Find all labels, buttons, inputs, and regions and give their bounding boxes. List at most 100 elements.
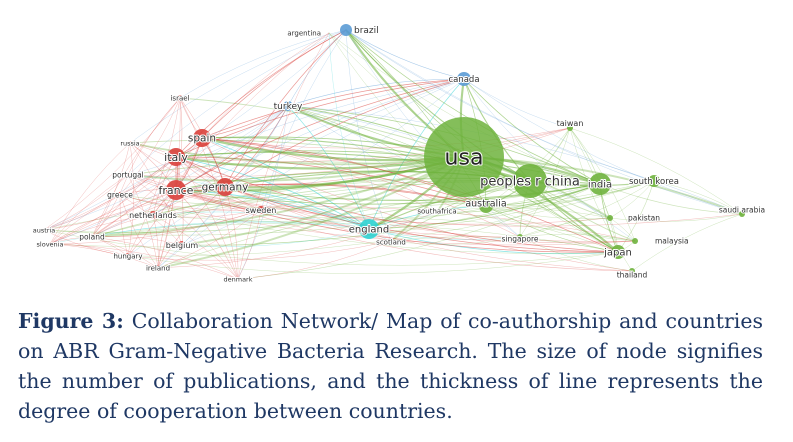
- label-thailand: thailand: [617, 271, 648, 280]
- edge-ireland-portugal: [127, 174, 159, 269]
- node-scotland: [389, 239, 393, 243]
- label-spain: spain: [188, 133, 216, 145]
- label-austria: austria: [33, 226, 56, 234]
- label-russia: russia: [120, 139, 139, 147]
- edge-germany-taiwan: [224, 127, 571, 188]
- edge-austria-japan: [43, 229, 619, 266]
- edge-france-saudiarabia: [175, 189, 743, 227]
- edge-singapore-turkey: [287, 105, 521, 238]
- edge-canada-spain: [201, 78, 465, 139]
- edge-southafrica-southkorea: [436, 180, 655, 213]
- node-germany: [216, 178, 234, 196]
- edge-hungary-scotland: [127, 240, 392, 261]
- edge-netherlands-sweden: [152, 209, 262, 218]
- edge-hungary-slovenia: [49, 243, 129, 257]
- edge-france-pakistan: [175, 189, 611, 225]
- edge-poland-sweden: [91, 209, 262, 238]
- edge-hungary-spain: [127, 137, 203, 257]
- label-poland: poland: [79, 233, 105, 242]
- edge-denmark-scotland: [237, 240, 392, 280]
- edge-germany-india: [224, 183, 601, 201]
- edge-japan-spain: [201, 137, 619, 253]
- node-spain: [193, 129, 211, 147]
- node-malaysia: [632, 238, 638, 244]
- edge-austria-greece: [43, 194, 121, 231]
- edge-austria-israel: [43, 97, 181, 231]
- edge-austria-hungary: [43, 229, 129, 257]
- network-edges: [43, 28, 743, 280]
- edge-germany-malaysia: [224, 186, 636, 242]
- edge-poland-portugal: [91, 174, 129, 238]
- label-singapore: singapore: [502, 235, 539, 244]
- edge-england-italy: [175, 156, 370, 230]
- edge-poland-spain: [91, 137, 203, 238]
- node-southafrica: [435, 210, 439, 214]
- edge-greece-malaysia: [119, 194, 636, 246]
- node-hungary: [125, 253, 131, 259]
- label-southkorea: south korea: [629, 177, 679, 187]
- node-singapore: [517, 234, 523, 240]
- label-israel: israel: [170, 94, 189, 102]
- edge-belgium-india: [181, 183, 601, 246]
- edge-ireland-sweden: [157, 209, 262, 269]
- label-turkey: turkey: [274, 102, 303, 112]
- label-germany: germany: [202, 182, 249, 194]
- node-slovenia: [48, 242, 52, 246]
- edge-denmark-italy: [175, 156, 239, 280]
- edge-denmark-turkey: [237, 105, 289, 280]
- label-argentina: argentina: [287, 29, 321, 37]
- edge-spain-taiwan: [201, 127, 571, 149]
- edge-germany-japan: [224, 186, 619, 253]
- edge-pakistan-saudiarabia: [609, 213, 743, 222]
- edge-malaysia-netherlands: [152, 206, 636, 242]
- edge-canada-greece: [119, 78, 465, 196]
- node-canada: [457, 72, 471, 86]
- figure-caption: Figure 3: Collaboration Network/ Map of …: [18, 306, 763, 426]
- edge-russia-slovenia: [49, 142, 131, 245]
- label-italy: italy: [164, 151, 188, 164]
- edge-brazil-saudiarabia: [345, 29, 743, 215]
- node-turkey: [283, 101, 293, 111]
- edge-poland-turkey: [91, 105, 289, 238]
- edge-italy-taiwan: [175, 127, 571, 162]
- edge-slovenia-spain: [49, 137, 203, 245]
- edge-denmark-france: [175, 189, 239, 280]
- label-canada: canada: [448, 75, 479, 85]
- node-denmark: [236, 277, 240, 281]
- node-france: [166, 180, 186, 200]
- label-england: england: [349, 225, 389, 236]
- edge-slovenia-sweden: [49, 209, 262, 245]
- node-taiwan: [567, 125, 573, 131]
- edge-germany-poland: [91, 186, 226, 238]
- edge-poland-usa: [91, 156, 465, 238]
- edge-canada-malaysia: [463, 78, 636, 242]
- node-belgium: [178, 241, 186, 249]
- edge-canada-germany: [224, 78, 465, 188]
- edge-hungary-israel: [127, 97, 181, 257]
- edge-denmark-netherlands: [152, 214, 239, 280]
- edge-belgium-turkey: [181, 105, 289, 246]
- label-slovenia: slovenia: [37, 240, 64, 248]
- label-southafrica: southafrica: [417, 207, 456, 215]
- node-portugal: [125, 172, 131, 178]
- node-saudiarabia: [739, 211, 745, 217]
- edge-netherlands-southkorea: [152, 180, 655, 222]
- edge-germany-ireland: [157, 186, 226, 269]
- edge-poland-slovenia: [49, 236, 93, 245]
- label-taiwan: taiwan: [557, 119, 584, 128]
- node-india: [589, 173, 611, 195]
- edge-greece-japan: [119, 194, 619, 254]
- label-france: france: [159, 184, 194, 197]
- edge-austria-india: [43, 183, 601, 236]
- edge-ireland-netherlands: [152, 214, 159, 269]
- edge-ireland-italy: [157, 156, 177, 269]
- label-belgium: belgium: [166, 241, 199, 250]
- label-portugal: portugal: [112, 171, 144, 180]
- edge-saudiarabia-taiwan: [569, 127, 743, 215]
- node-greece: [117, 192, 123, 198]
- edge-pakistan-singapore: [519, 217, 611, 238]
- node-thailand: [629, 268, 635, 274]
- edge-austria-portugal: [43, 174, 129, 231]
- edge-france-malaysia: [175, 189, 636, 243]
